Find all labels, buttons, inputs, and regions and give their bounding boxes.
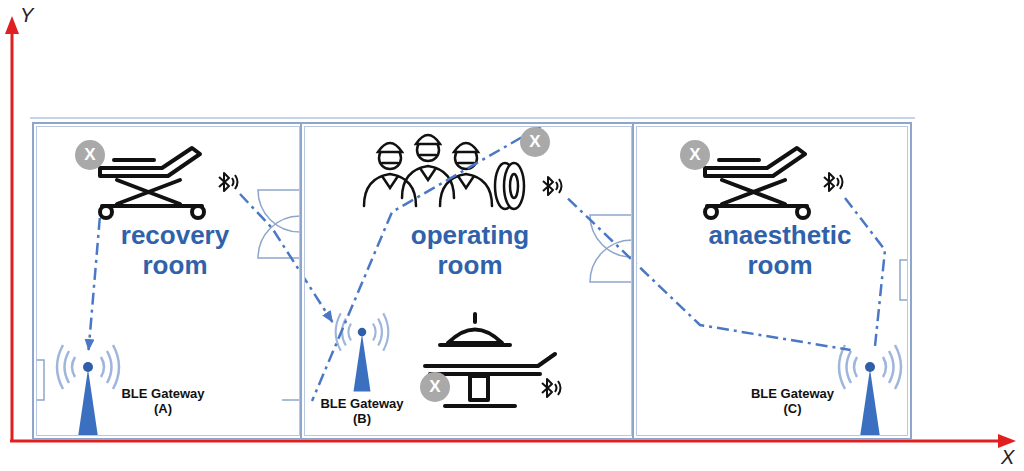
- door-swing: [590, 215, 632, 257]
- door-swing: [30, 118, 915, 119]
- operating-table: [448, 330, 502, 344]
- ble-gateway: BLE Gateway (A): [58, 350, 211, 438]
- room-name: operating room: [395, 220, 545, 280]
- room-area: operating roomXXBLE Gateway (B): [300, 122, 636, 440]
- bluetooth-symbol: [543, 177, 562, 195]
- door-swing: [590, 240, 632, 282]
- signal-link: [240, 194, 332, 322]
- operating-table: [425, 354, 555, 366]
- door-swing: [30, 118, 915, 437]
- tagged-device: X: [490, 125, 568, 217]
- ble-gateway: BLE Gateway (C): [745, 350, 905, 438]
- gateway-label: BLE Gateway (B): [312, 396, 412, 426]
- room-name: anaesthetic room: [690, 220, 870, 280]
- gateway-label: BLE Gateway (A): [117, 386, 209, 416]
- door-swing: [258, 190, 300, 232]
- room-area: recovery room X BLE Gateway (A): [32, 122, 304, 440]
- room-name: recovery room: [105, 220, 245, 280]
- axes: [5, 16, 1016, 448]
- surgeon-icon: [402, 135, 454, 198]
- axes: [5, 16, 19, 34]
- bluetooth-symbol: [824, 173, 843, 191]
- door-swing: [32, 360, 44, 400]
- gateway-icon: [336, 313, 389, 391]
- lens-device: [495, 163, 524, 209]
- gateway-icon: [57, 345, 119, 437]
- bluetooth-symbol: [219, 173, 238, 191]
- tagged-device: X: [75, 138, 240, 218]
- door-swing: [282, 400, 300, 437]
- door-swing: [900, 260, 912, 300]
- stretcher-icon: [100, 148, 204, 218]
- device-marker: X: [520, 127, 550, 157]
- operating-table: [473, 314, 477, 322]
- device-marker: X: [75, 140, 105, 170]
- lens-device: [504, 163, 524, 209]
- gateway-icon: [839, 345, 901, 437]
- gateway-label: BLE Gateway (C): [745, 386, 840, 416]
- operating-table: [440, 343, 510, 347]
- axis-label: Y: [20, 4, 33, 26]
- axis-label: X: [1001, 446, 1014, 468]
- signal-link: [89, 218, 100, 350]
- device-marker: X: [680, 140, 710, 170]
- room-area: anaesthetic room X BLE Gateway (C): [632, 122, 912, 440]
- signal-link: [312, 125, 543, 401]
- tagged-device: X: [680, 138, 845, 218]
- operating-table: [445, 404, 515, 408]
- device-marker: X: [420, 372, 450, 402]
- bluetooth-symbol: [542, 379, 561, 397]
- stretcher-icon: [705, 148, 809, 218]
- gateway-icon: [336, 313, 389, 391]
- tagged-device: X: [415, 315, 560, 415]
- lens-device: [510, 174, 518, 198]
- axes: [10, 440, 1000, 443]
- axes: [11, 32, 14, 442]
- operating-table: [470, 376, 488, 400]
- ble-gateway: BLE Gateway (B): [312, 322, 414, 435]
- axes: [998, 434, 1016, 448]
